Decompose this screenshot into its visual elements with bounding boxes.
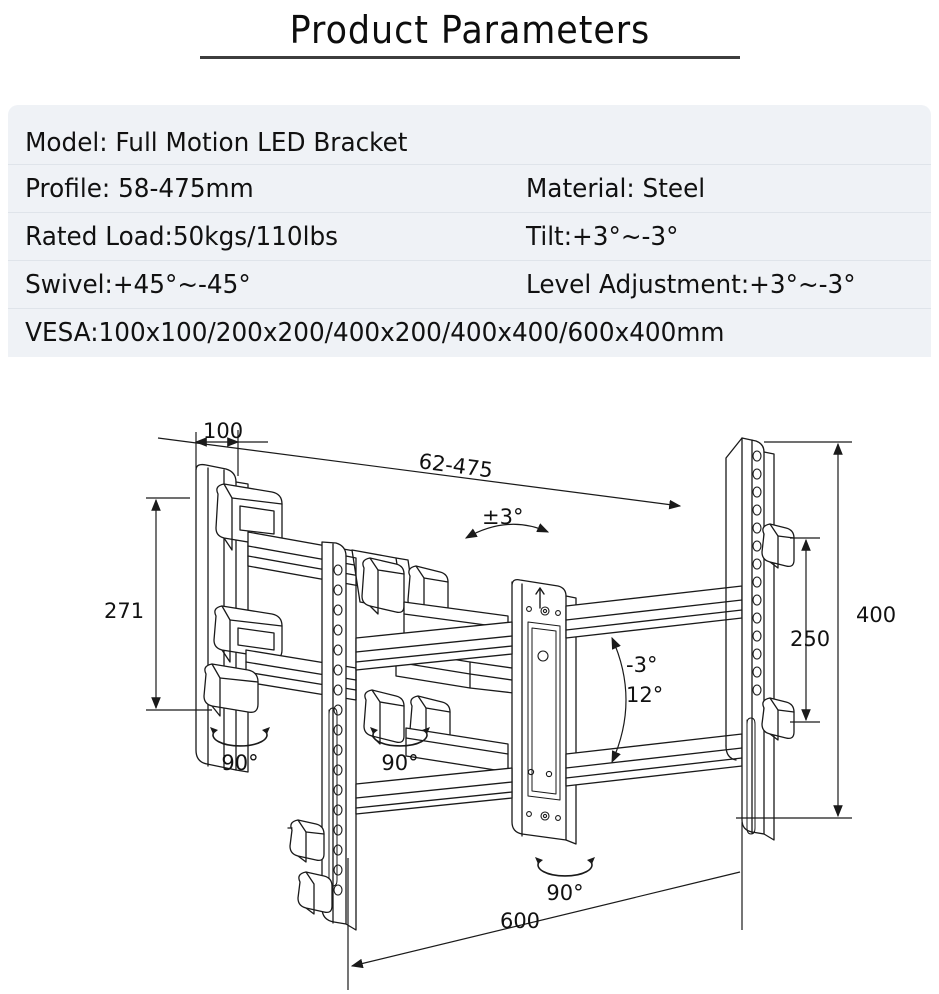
- table-row: VESA:100x100/200x200/400x200/400x400/600…: [8, 309, 931, 357]
- spec-material: Material: Steel: [526, 173, 706, 204]
- dim-label-height-right-outer: 400: [856, 603, 896, 627]
- dim-label-width-bottom: 600: [500, 909, 540, 933]
- spec-profile: Profile: 58-475mm: [25, 173, 254, 204]
- dim-label-height-right-inner: 250: [790, 627, 830, 651]
- angle-label-tilt-forward: 12°: [626, 683, 663, 707]
- spec-swivel: Swivel:+45°~-45°: [25, 269, 251, 300]
- dim-label-height-left: 271: [104, 599, 144, 623]
- angle-label-swivel-left: 90°: [221, 751, 258, 775]
- spec-vesa: VESA:100x100/200x200/400x200/400x400/600…: [25, 318, 725, 348]
- dim-label-depth: 100: [203, 419, 243, 443]
- page-title-container: Product Parameters: [0, 0, 939, 60]
- table-row: Profile: 58-475mm Material: Steel: [8, 165, 931, 213]
- table-row: Rated Load:50kgs/110lbs Tilt:+3°~-3°: [8, 213, 931, 261]
- spec-level-adjustment: Level Adjustment:+3°~-3°: [526, 269, 856, 300]
- bracket-technical-diagram: 100 271 62-475 ±3° -3° 12° 400 250 90° 9…: [0, 410, 939, 994]
- spec-table: Model: Full Motion LED Bracket Profile: …: [8, 105, 931, 357]
- title-underline-rule: [200, 56, 740, 59]
- page-title: Product Parameters: [289, 8, 650, 52]
- dim-label-extension: 62-475: [417, 449, 494, 482]
- angle-label-swivel-bottom: 90°: [546, 881, 583, 905]
- angle-label-swivel-mid: 90°: [381, 751, 418, 775]
- angle-label-tilt-back: -3°: [626, 653, 657, 677]
- spec-rated-load: Rated Load:50kgs/110lbs: [25, 221, 339, 252]
- table-row: Swivel:+45°~-45° Level Adjustment:+3°~-3…: [8, 261, 931, 309]
- spec-tilt: Tilt:+3°~-3°: [526, 221, 679, 252]
- table-row: Model: Full Motion LED Bracket: [8, 105, 931, 165]
- angle-label-level-adjust: ±3°: [482, 505, 523, 529]
- spec-model: Model: Full Motion LED Bracket: [25, 128, 408, 158]
